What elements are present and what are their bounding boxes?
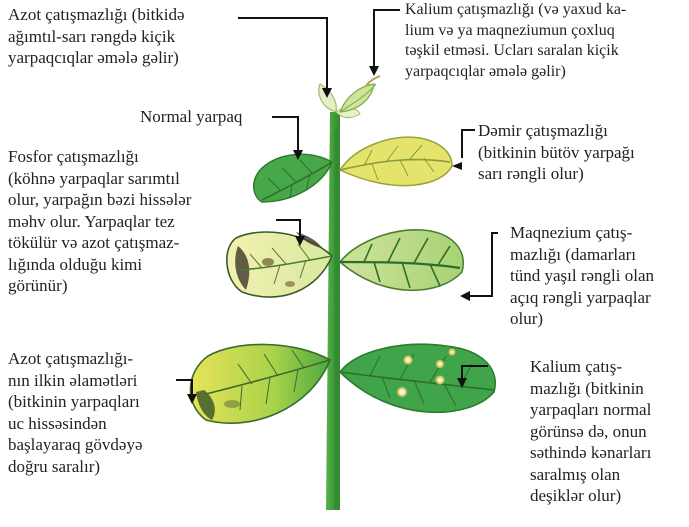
label-nitrogen-young: Azot çatışmazlığı (bitkidə ağımtıl-sarı … (8, 4, 185, 69)
leaf-nitrogen-early (190, 344, 330, 423)
label-normal-leaf: Normal yarpaq (140, 106, 242, 128)
label-iron: Dəmir çatışmazlığı (bitkinin bütöv yarpa… (478, 120, 635, 185)
label-phosphorus: Fosfor çatışmazlığı (köhnə yarpaqlar sar… (8, 146, 191, 297)
leaf-magnesium (340, 230, 463, 290)
label-potassium-spots: Kalium çatış- mazlığı (bitkinin yarpaqla… (530, 356, 651, 507)
label-potassium-tips: Kalium çatışmazlığı (və yaxud ka- lium v… (405, 0, 626, 82)
stem-shading (334, 130, 338, 510)
leaf-phosphorus (227, 232, 332, 297)
label-magnesium: Maqnezium çatış- mazlığı (damarları tünd… (510, 222, 654, 330)
leaf-potassium-spots (340, 344, 495, 412)
young-leaf-potassium (340, 76, 380, 112)
leaf-iron (340, 137, 452, 185)
leaf-normal (254, 154, 332, 202)
label-nitrogen-early: Azot çatışmazlığı- nın ilkin əlamətləri … (8, 348, 143, 477)
